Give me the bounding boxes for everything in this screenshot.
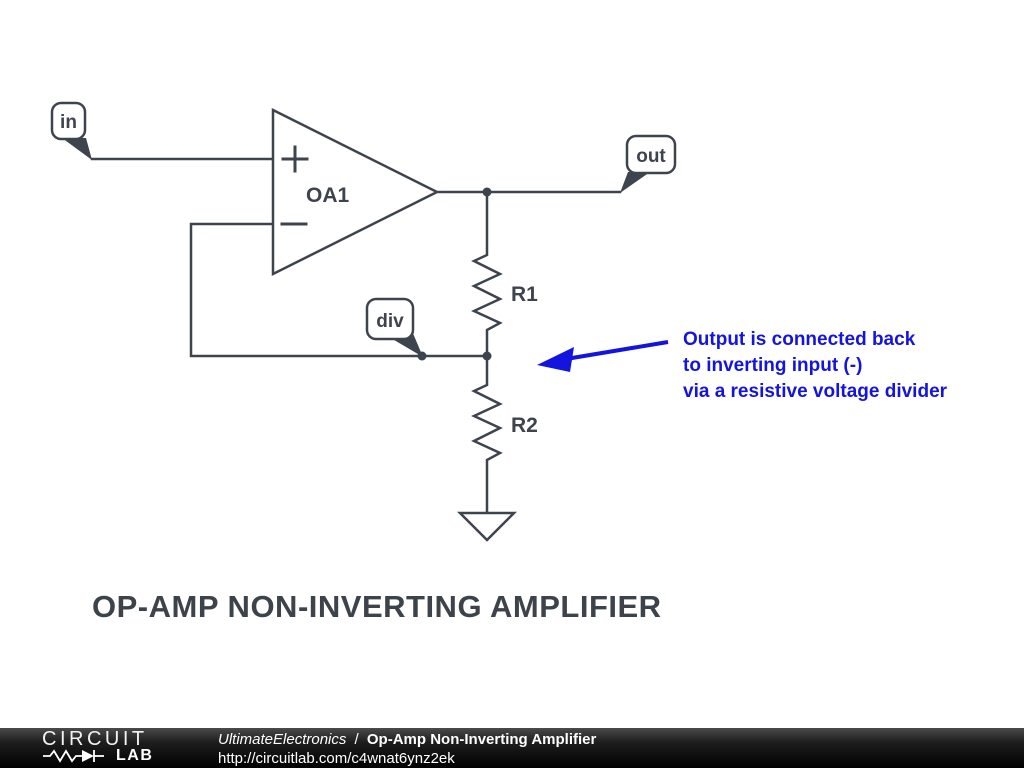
- flag-in-label: in: [60, 112, 77, 133]
- wire-feedback: [189, 222, 489, 358]
- breadcrumb-separator: /: [354, 731, 359, 748]
- circuitlab-logo: CIRCUIT LAB: [42, 728, 192, 764]
- flag-out-label: out: [636, 146, 666, 167]
- breadcrumb-circuit-title: Op-Amp Non-Inverting Amplifier: [366, 731, 597, 748]
- annotation-line-3: via a resistive voltage divider: [683, 381, 948, 402]
- flag-div-label: div: [376, 311, 404, 332]
- page-title: OP-AMP NON-INVERTING AMPLIFIER: [92, 589, 662, 624]
- opamp-name-label: OA1: [306, 184, 350, 207]
- logo-lab-text: LAB: [116, 747, 154, 764]
- footer-bar: CIRCUIT LAB UltimateElectronics / Op-Amp…: [0, 728, 1024, 768]
- flag-in-pointer: [62, 138, 92, 160]
- circuit-canvas: in out div OA1 R1 R2: [50, 101, 677, 542]
- resistor-r2: [471, 354, 503, 515]
- resistor-r2-label: R2: [511, 414, 538, 437]
- circuit-url: http://circuitlab.com/c4wnat6ynz2ek: [218, 750, 455, 767]
- annotation-line-1: Output is connected back: [683, 329, 916, 350]
- annotation-arrow-shaft: [565, 340, 669, 361]
- flag-in-box: [50, 101, 87, 141]
- node-dot-output: [482, 187, 492, 197]
- opamp-body: [271, 107, 440, 277]
- opamp-plus-icon: [281, 145, 309, 173]
- breadcrumb: UltimateElectronics / Op-Amp Non-Inverti…: [218, 730, 596, 749]
- breadcrumb-author: UltimateElectronics: [218, 731, 347, 748]
- annotation-line-2: to inverting input (-): [683, 355, 863, 376]
- resistor-r1: [471, 190, 503, 358]
- node-dot-junction: [482, 351, 492, 361]
- resistor-r1-label: R1: [511, 283, 538, 306]
- ground-icon: [456, 511, 518, 542]
- footer-meta: UltimateElectronics / Op-Amp Non-Inverti…: [218, 730, 596, 768]
- flag-out-pointer: [620, 172, 650, 193]
- logo-circuit-text: CIRCUIT: [42, 728, 148, 750]
- flag-div-box: [365, 297, 415, 341]
- annotation-text: Output is connected back to inverting in…: [683, 327, 947, 405]
- annotation-arrow-head: [537, 347, 574, 372]
- resistor-diode-icon: [43, 749, 104, 763]
- flag-out-box: [625, 134, 677, 175]
